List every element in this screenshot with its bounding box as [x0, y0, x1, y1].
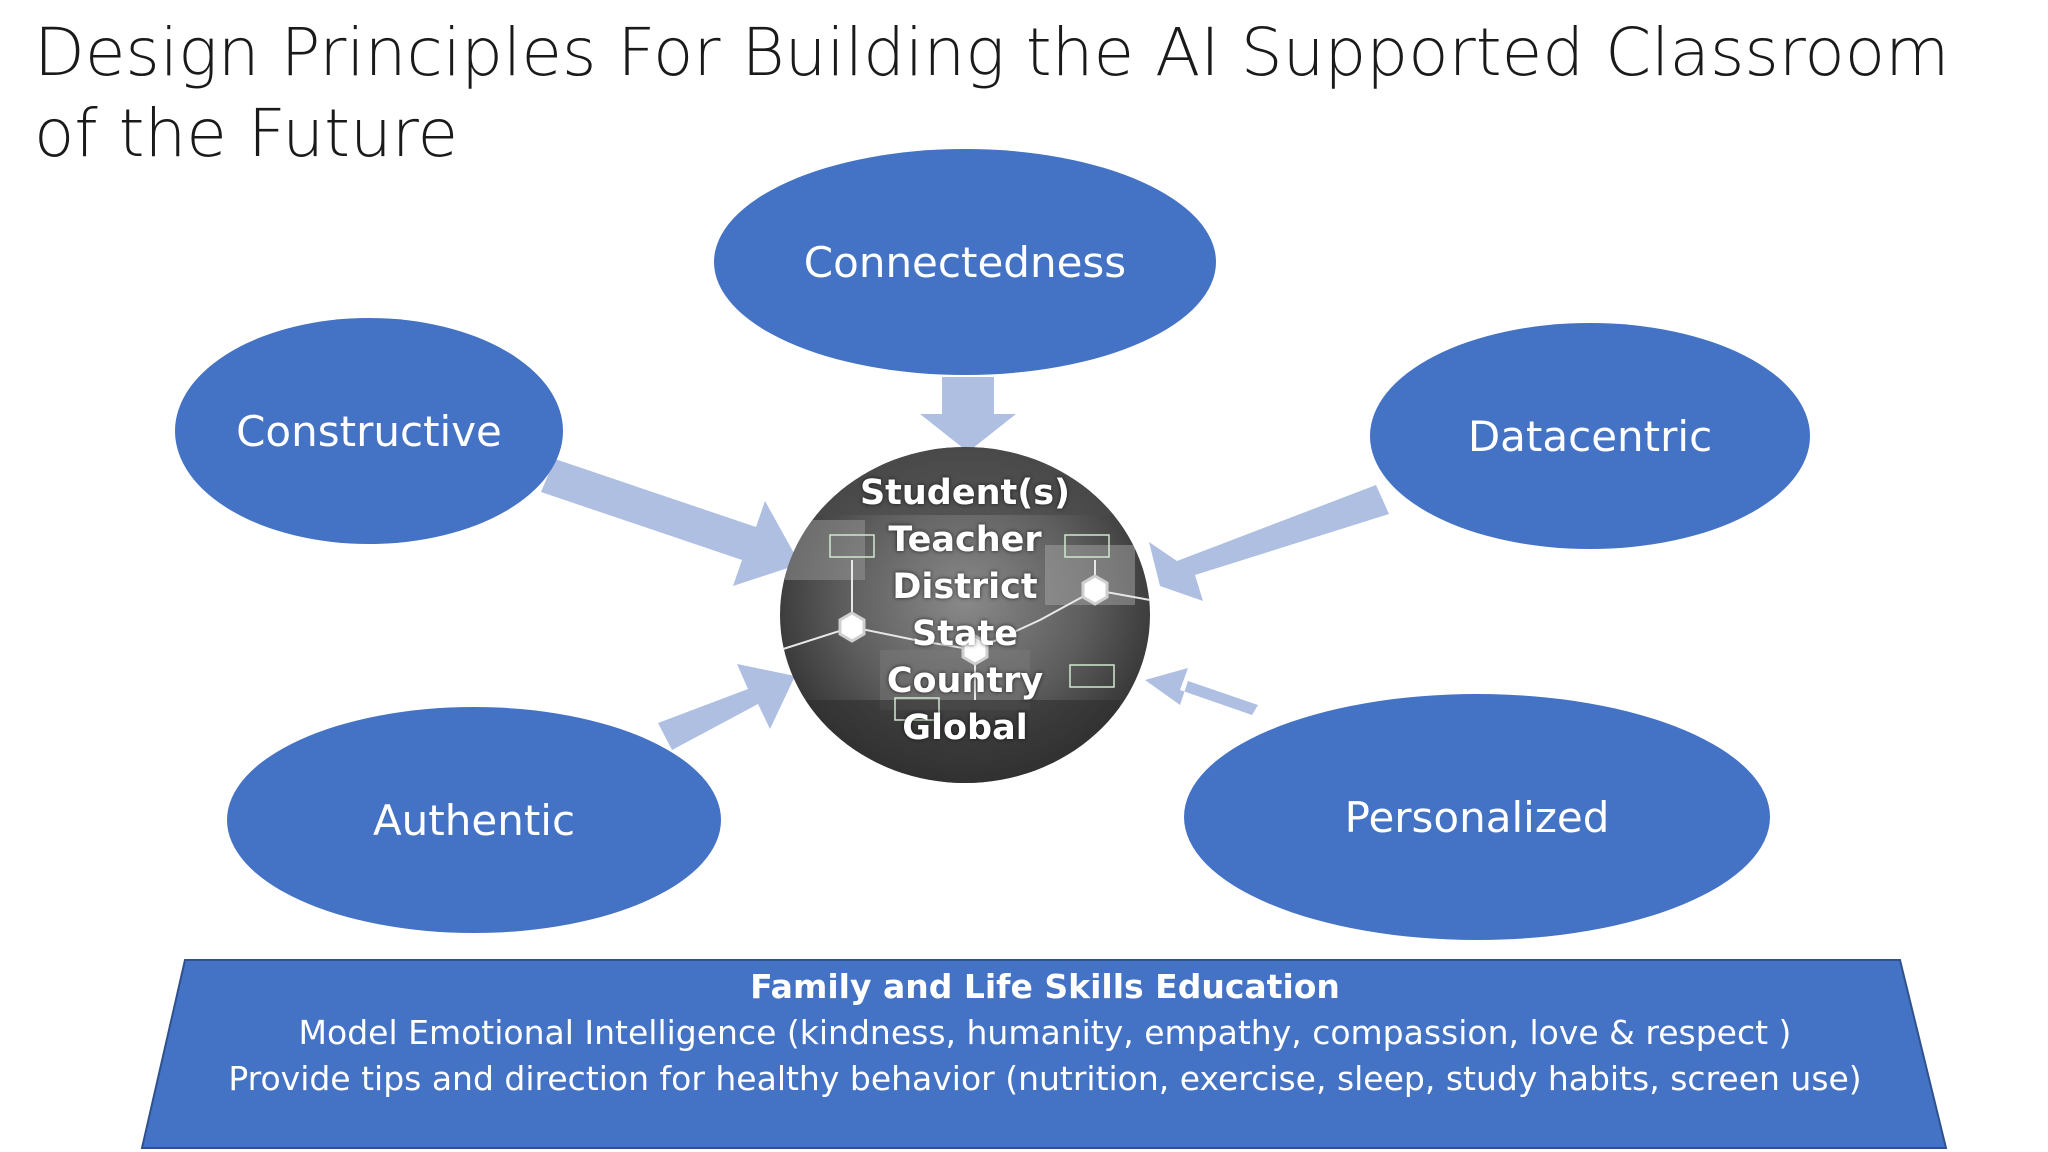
arrow-datacentric: [1149, 485, 1389, 601]
arrow-authentic: [658, 664, 795, 750]
ellipse-constructive: [175, 318, 563, 544]
base-text-block: Family and Life Skills Education Model E…: [150, 964, 1940, 1102]
ellipse-personalized: [1184, 694, 1770, 940]
principle-label-constructive: Constructive: [236, 406, 502, 456]
principle-label-authentic: Authentic: [372, 795, 576, 845]
stakeholder-list: Student(s) Teacher District State Countr…: [780, 470, 1150, 752]
arrow-constructive: [541, 459, 800, 586]
slide-title: Design Principles For Building the AI Su…: [34, 14, 1950, 172]
ellipse-datacentric: [1370, 323, 1810, 549]
ellipse-connectedness: [714, 149, 1216, 375]
stakeholder-item: Country: [886, 661, 1044, 701]
principle-label-personalized: Personalized: [1344, 792, 1610, 842]
base-line-healthy-behavior: Provide tips and direction for healthy b…: [228, 1059, 1862, 1098]
stakeholder-item: Teacher: [888, 520, 1042, 560]
principle-label-connectedness: Connectedness: [803, 237, 1127, 287]
base-title: Family and Life Skills Education: [750, 967, 1340, 1006]
principle-label-datacentric: Datacentric: [1467, 411, 1713, 461]
base-foundation: [140, 959, 1948, 1149]
stakeholder-item: State: [911, 614, 1019, 654]
arrow-connectedness: [920, 377, 1016, 452]
ellipse-authentic: [227, 707, 721, 933]
arrow-personalized: [1145, 668, 1258, 715]
stakeholder-item: District: [892, 567, 1038, 607]
stakeholder-item: Global: [902, 708, 1028, 748]
base-line-emotional-intelligence: Model Emotional Intelligence (kindness, …: [298, 1013, 1792, 1052]
stakeholder-item: Student(s): [859, 473, 1071, 513]
